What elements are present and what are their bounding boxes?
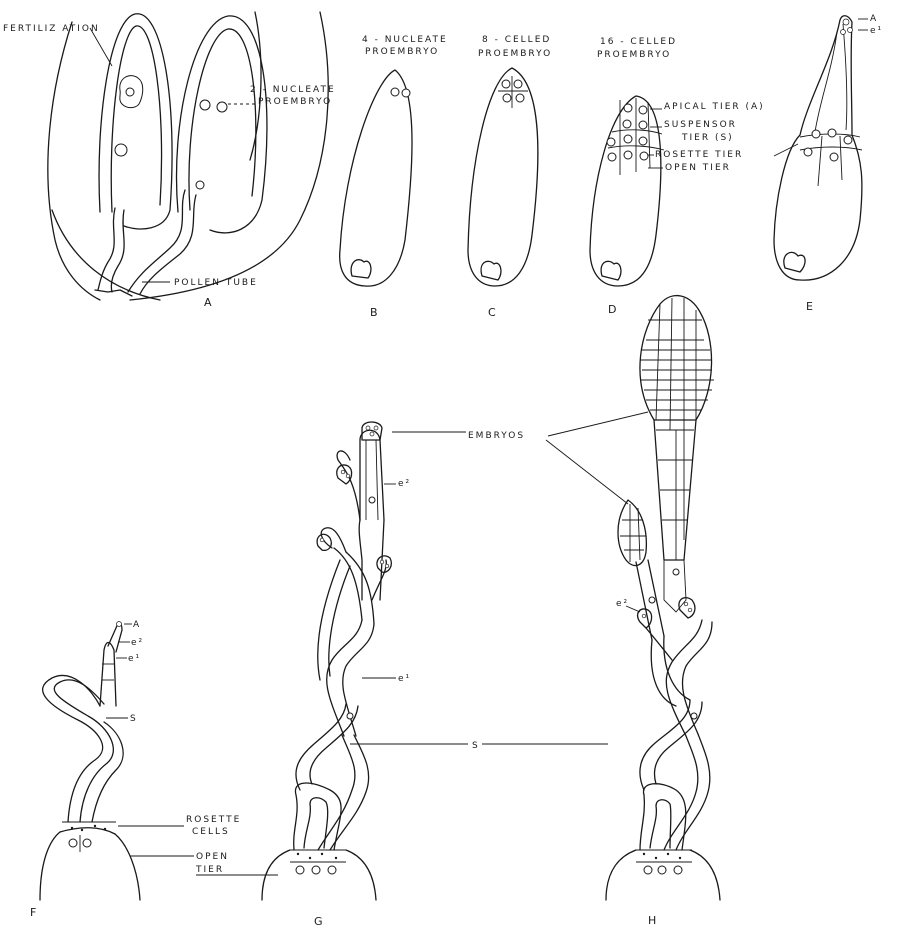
embryos-label: EMBRYOS [468, 431, 525, 441]
panel-c-proembryo: 8 - CELLED PROEMBRYO C [468, 35, 552, 319]
eight-celled-label-2: PROEMBRYO [478, 49, 552, 59]
panel-label-d: D [608, 303, 616, 316]
fertilization-label: FERTILIZ ATION [3, 24, 100, 34]
panel-label-e: E [806, 300, 813, 313]
pollen-tube-label: POLLEN TUBE [174, 278, 258, 288]
f-s-label: S [130, 714, 138, 724]
open-tier-label: OPEN TIER [665, 163, 731, 173]
panel-f-embryo: A e² e¹ S ROSETTE CELLS OPEN TIER F [30, 620, 278, 919]
eight-celled-label-1: 8 - CELLED [482, 35, 551, 45]
two-nucleate-label-1: 2 - NUCLEATE [250, 85, 336, 95]
rosette-cells-label-1: ROSETTE [186, 815, 241, 825]
g-e1-label: e¹ [398, 674, 411, 684]
panel-label-b: B [370, 306, 378, 319]
panel-g-embryos: e² e¹ G [262, 422, 411, 928]
e-apical-label: A [870, 14, 878, 24]
open-tier-f-label-2: TIER [195, 865, 224, 875]
panel-b-proembryo: 4 - NUCLEATE PROEMBRYO B [340, 35, 448, 319]
rosette-cells-label-2: CELLS [192, 827, 230, 837]
shared-labels: EMBRYOS S [350, 412, 648, 751]
panel-label-c: C [488, 306, 496, 319]
sixteen-celled-label-2: PROEMBRYO [597, 50, 671, 60]
suspensor-tier-label-2: TIER (S) [681, 133, 734, 143]
embryo-cell-mesh [640, 298, 714, 560]
panel-label-a: A [204, 296, 212, 309]
f-e2-label: e² [131, 638, 144, 648]
sixteen-celled-label-1: 16 - CELLED [600, 37, 677, 47]
four-nucleate-label-1: 4 - NUCLEATE [362, 35, 448, 45]
open-tier-f-label-1: OPEN [196, 852, 229, 862]
panel-a-ovule: FERTILIZ ATION 2 - NUCLEATE PROEMBRYO PO… [3, 12, 336, 309]
panel-label-g: G [314, 915, 323, 928]
s-center-label: S [472, 741, 480, 751]
rosette-tier-label: ROSETTE TIER [655, 150, 743, 160]
suspensor-tier-label-1: SUSPENSOR [664, 120, 737, 130]
f-apical-label: A [133, 620, 141, 630]
panel-e-proembryo: A e¹ E [774, 14, 883, 313]
panel-h-embryos: e² H [606, 296, 720, 927]
e-e1-label: e¹ [870, 26, 883, 36]
panel-label-f: F [30, 906, 36, 919]
g-e2-label: e² [398, 479, 411, 489]
four-nucleate-label-2: PROEMBRYO [365, 47, 439, 57]
two-nucleate-label-2: PROEMBRYO [258, 97, 332, 107]
h-e2-label: e² [616, 599, 629, 609]
panel-label-h: H [648, 914, 656, 927]
f-e1-label: e¹ [128, 654, 141, 664]
apical-tier-label: APICAL TIER (A) [664, 102, 765, 112]
panel-d-proembryo: 16 - CELLED PROEMBRYO APICAL TIER (A) SU… [590, 37, 765, 316]
